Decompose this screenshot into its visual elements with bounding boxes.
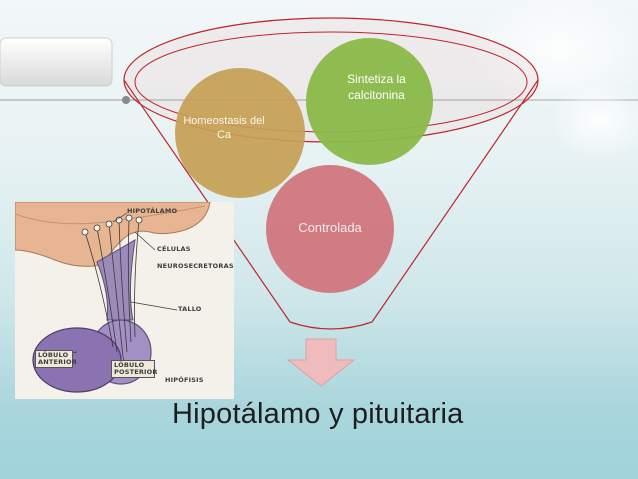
circle-controlada-label: Controlada bbox=[298, 219, 362, 235]
label-lobulo-posterior: LÓBULO POSTERIOR bbox=[111, 360, 157, 378]
slide-title: Hipotálamo y pituitaria bbox=[172, 398, 464, 430]
circle-controlada: Controlada bbox=[266, 165, 394, 293]
glassware-haze-2 bbox=[550, 80, 638, 160]
top-left-banner bbox=[0, 37, 113, 87]
label-hipofisis: HIPÓFISIS bbox=[165, 376, 204, 384]
label-neurosecretoras: NEUROSECRETORAS bbox=[157, 262, 234, 270]
label-lobulo-anterior: LÓBULO ANTERIOR bbox=[35, 350, 77, 368]
label-celulas: CÉLULAS bbox=[157, 245, 191, 253]
label-hipotalamo: HIPOTÁLAMO bbox=[127, 207, 178, 215]
pituitary-illustration: HIPOTÁLAMO CÉLULAS NEUROSECRETORAS TALLO… bbox=[15, 202, 234, 399]
label-tallo: TALLO bbox=[178, 305, 202, 313]
header-line-dot bbox=[122, 96, 130, 104]
circle-homeostasis-label: Homeostasis del Ca bbox=[183, 115, 265, 141]
down-arrow-icon bbox=[286, 338, 356, 387]
funnel-body bbox=[123, 79, 539, 330]
circle-calcitonin: Sintetiza la calcitonina bbox=[306, 38, 433, 165]
circle-calcitonin-label: Sintetiza la calcitonina bbox=[347, 71, 406, 102]
pituitary-stalk bbox=[96, 239, 136, 321]
circle-homeostasis: Homeostasis del Ca bbox=[175, 68, 305, 198]
